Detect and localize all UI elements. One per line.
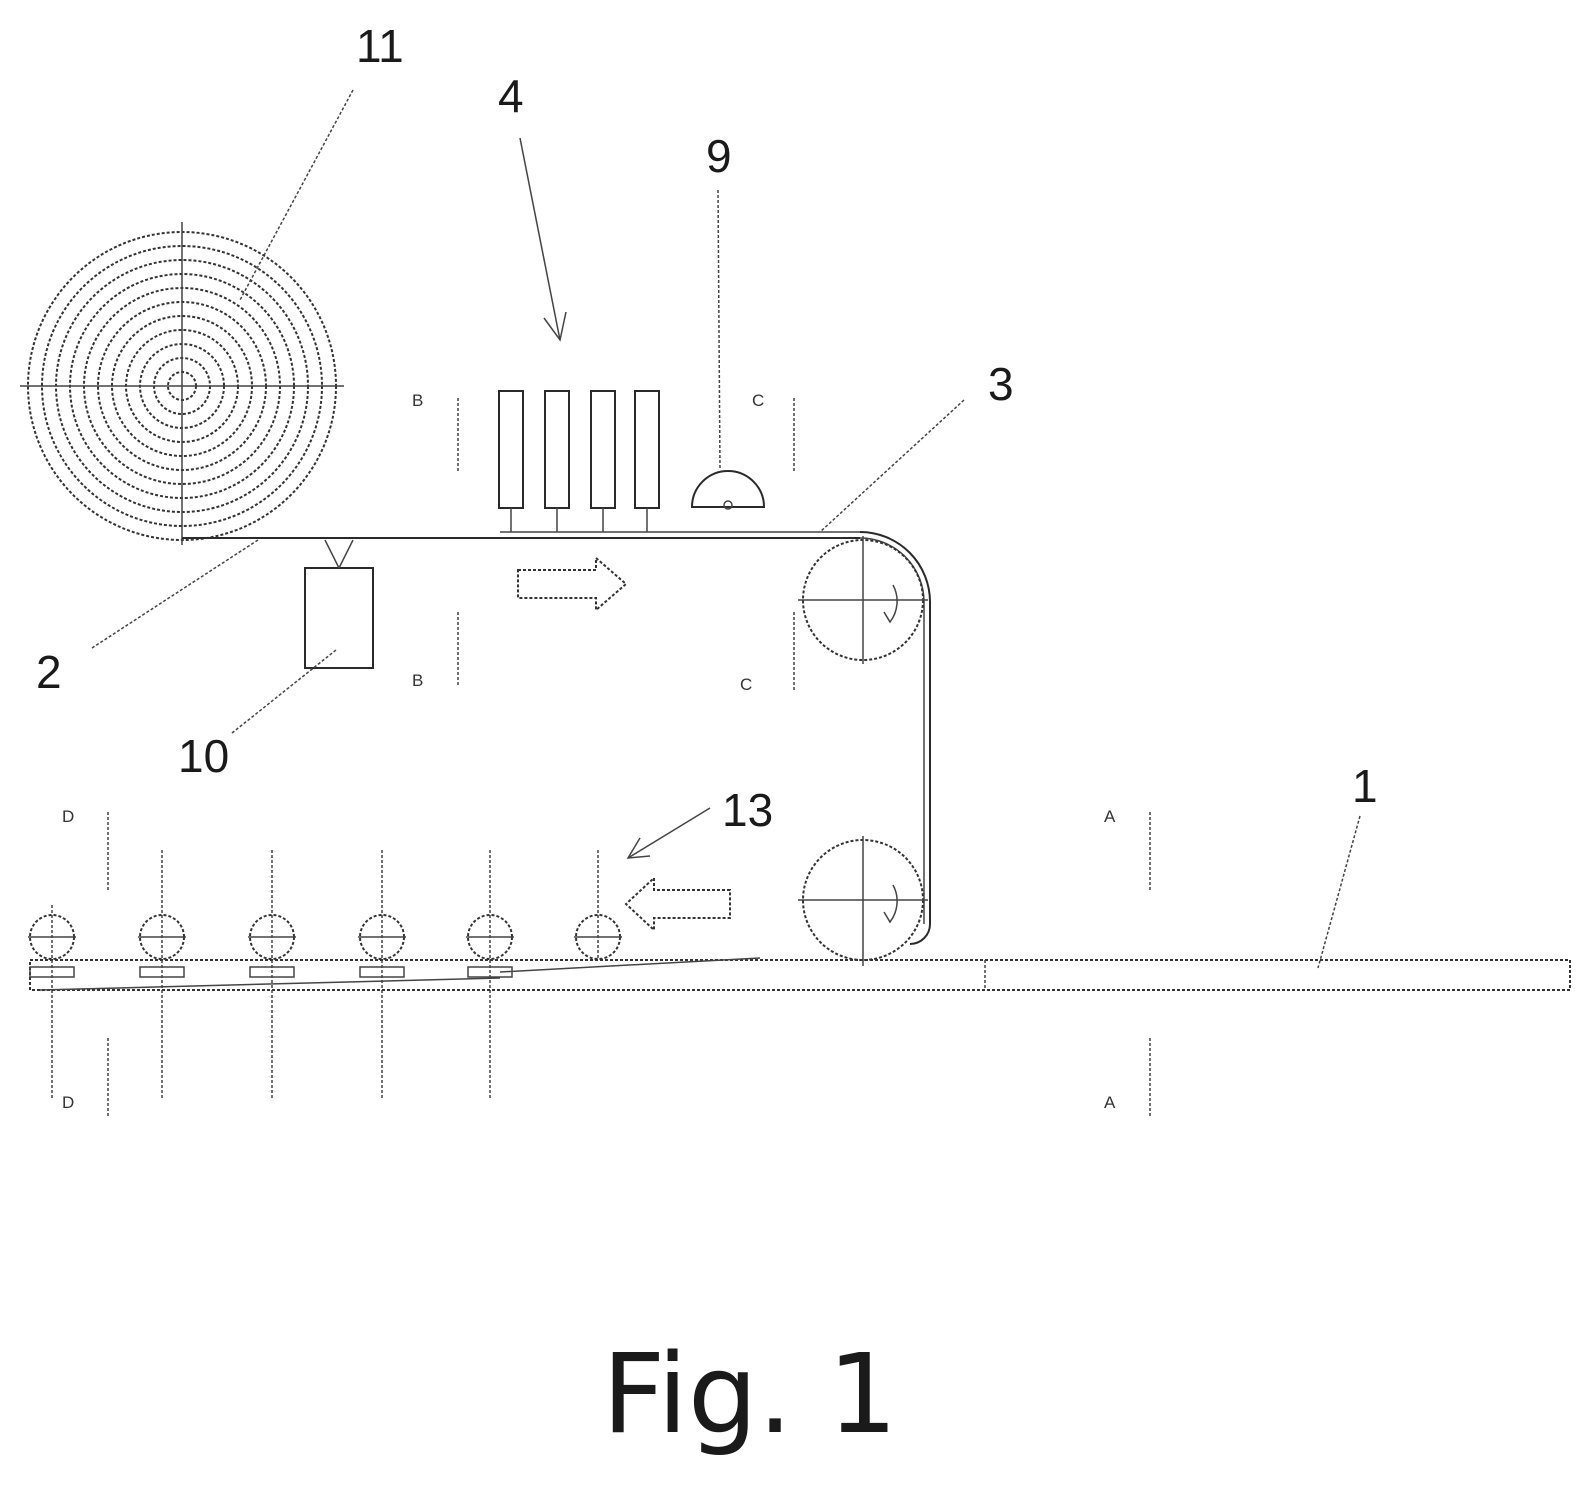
- press-roller: [138, 850, 186, 1100]
- press-roller: [28, 905, 76, 1100]
- section-label-d-top: D: [62, 807, 74, 826]
- section-label-a-bottom: A: [1104, 1093, 1116, 1112]
- ref-11: 11: [356, 20, 404, 72]
- press-rollers: [28, 850, 622, 1100]
- ref-4: 4: [498, 70, 524, 122]
- left-arrow-icon: [626, 878, 730, 930]
- upper-web: [182, 532, 930, 944]
- supply-roll: [20, 222, 344, 545]
- right-arrow-icon: [518, 558, 626, 610]
- press-roller: [466, 850, 514, 1100]
- ref-2: 2: [36, 646, 62, 698]
- section-label-d-bottom: D: [62, 1093, 74, 1112]
- substrate: [30, 958, 1570, 990]
- leader-lines: [92, 90, 1360, 968]
- press-roller: [248, 850, 296, 1100]
- ref-13: 13: [722, 784, 773, 836]
- ref-3: 3: [988, 358, 1014, 410]
- deflection-rollers: [798, 536, 928, 966]
- ref-10: 10: [178, 730, 229, 782]
- print-heads: [499, 391, 659, 532]
- drying-unit: [692, 471, 764, 509]
- ref-1: 1: [1352, 760, 1378, 812]
- sensor-unit: [305, 540, 373, 668]
- section-label-c-bottom: C: [740, 675, 752, 694]
- press-roller: [574, 850, 622, 960]
- ref-9: 9: [706, 130, 732, 182]
- press-roller: [358, 850, 406, 1100]
- direction-arrows: [518, 558, 730, 930]
- section-label-b-top: B: [412, 391, 423, 410]
- section-label-c-top: C: [752, 391, 764, 410]
- section-label-a-top: A: [1104, 807, 1116, 826]
- section-label-b-bottom: B: [412, 671, 423, 690]
- figure-caption: Fig. 1: [602, 1330, 898, 1458]
